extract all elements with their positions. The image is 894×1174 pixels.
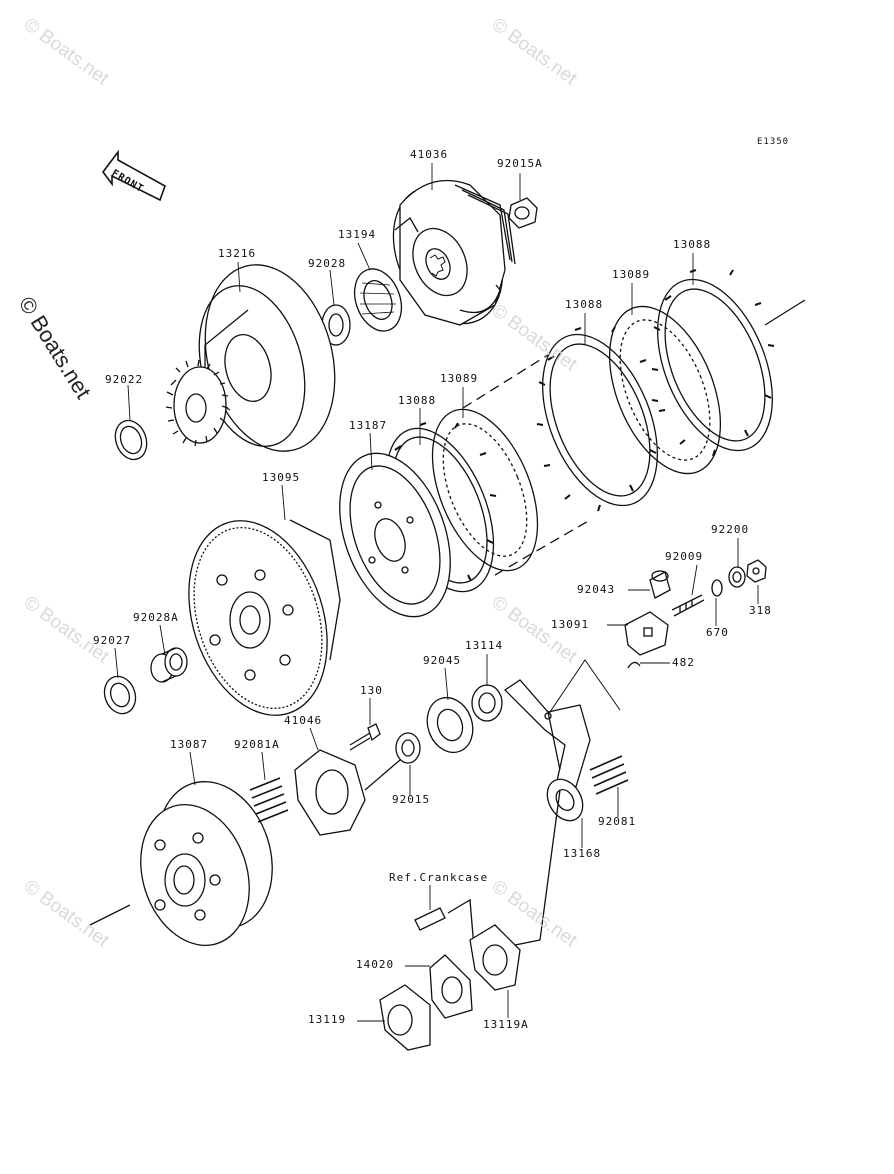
- stud-ref-crankcase: [414, 907, 446, 931]
- part-number-label[interactable]: 92015A: [497, 157, 543, 170]
- nut-92015: [395, 732, 421, 764]
- clutch-housing-13095: [188, 519, 341, 716]
- clip-482: [627, 661, 641, 669]
- retainer-13119: [379, 984, 431, 1051]
- front-arrow-icon: [102, 149, 166, 202]
- part-number-label[interactable]: 92015: [392, 793, 431, 806]
- washer-92022: [114, 419, 148, 461]
- seal-13114: [471, 684, 503, 722]
- drum-13216: [165, 264, 336, 452]
- leader-lines: [114, 163, 759, 1022]
- o-ring-670: [711, 579, 723, 597]
- bearing-13194: [353, 268, 403, 332]
- guide-line: [462, 354, 549, 409]
- diagram-code: E1350: [757, 137, 790, 147]
- part-number-label[interactable]: 13194: [338, 228, 377, 241]
- part-number-label[interactable]: 13089: [440, 372, 479, 385]
- part-number-label[interactable]: 92043: [577, 583, 616, 596]
- part-number-label[interactable]: 92200: [711, 523, 750, 536]
- part-number-label[interactable]: 92045: [423, 654, 462, 667]
- part-number-label[interactable]: 13119A: [483, 1018, 529, 1031]
- part-number-label[interactable]: 670: [706, 626, 729, 639]
- bearing-92045: [426, 696, 474, 754]
- part-number-label[interactable]: 92027: [93, 634, 132, 647]
- nut-318: [746, 559, 767, 583]
- part-number-label[interactable]: 13088: [398, 394, 437, 407]
- part-number-label[interactable]: 13119: [308, 1013, 347, 1026]
- spring-92081A: [249, 777, 289, 823]
- part-number-label[interactable]: 92081A: [234, 738, 280, 751]
- part-number-label[interactable]: 41046: [284, 714, 323, 727]
- part-number-label[interactable]: 13088: [673, 238, 712, 251]
- friction-plate-13088-middle: [536, 326, 659, 512]
- washer-92200: [728, 566, 746, 588]
- part-number-label[interactable]: 482: [672, 656, 695, 669]
- part-number-label[interactable]: 13187: [349, 419, 388, 432]
- centrifugal-clutch-41036: [392, 179, 516, 326]
- part-number-label[interactable]: 13095: [262, 471, 301, 484]
- part-number-label[interactable]: 92022: [105, 373, 144, 386]
- part-number-label[interactable]: 92009: [665, 550, 704, 563]
- part-number-label[interactable]: 92081: [598, 815, 637, 828]
- nut-92015A: [508, 197, 538, 229]
- guide-line: [364, 759, 401, 791]
- collar-92028A: [150, 647, 188, 683]
- plate-14020: [429, 954, 473, 1019]
- bolt-130: [349, 723, 381, 751]
- pressure-plate-13187: [339, 452, 451, 618]
- part-number-label[interactable]: 13114: [465, 639, 504, 652]
- part-number-label[interactable]: 41036: [410, 148, 449, 161]
- part-number-label[interactable]: 13216: [218, 247, 257, 260]
- reference-label: Ref.Crankcase: [389, 871, 489, 884]
- part-number-label[interactable]: 14020: [356, 958, 395, 971]
- part-number-label[interactable]: 13091: [551, 618, 590, 631]
- clutch-hub-13087: [140, 781, 273, 946]
- part-number-label[interactable]: 13168: [563, 847, 602, 860]
- part-number-label[interactable]: 13089: [612, 268, 651, 281]
- spring-92081: [589, 755, 629, 795]
- lever-arm: [503, 659, 621, 791]
- steel-plate-13089-rear: [608, 305, 722, 475]
- pin-92043: [649, 570, 671, 599]
- friction-plate-13088-rear: [651, 269, 775, 457]
- guide-line: [494, 519, 591, 576]
- part-number-label[interactable]: 13088: [565, 298, 604, 311]
- part-number-label[interactable]: 92028: [308, 257, 347, 270]
- screw-92009: [671, 594, 705, 617]
- part-number-label[interactable]: 92028A: [133, 611, 179, 624]
- steel-plate-13089-front: [431, 408, 539, 572]
- part-number-label[interactable]: 130: [360, 684, 383, 697]
- part-number-label[interactable]: 318: [749, 604, 772, 617]
- lifter-41046: [294, 749, 366, 836]
- part-number-label[interactable]: 13087: [170, 738, 209, 751]
- guide-line: [764, 299, 806, 326]
- guide-line: [89, 904, 131, 926]
- washer-92027: [103, 675, 137, 715]
- holder-13091: [624, 611, 669, 656]
- retainer-13119A: [469, 924, 521, 991]
